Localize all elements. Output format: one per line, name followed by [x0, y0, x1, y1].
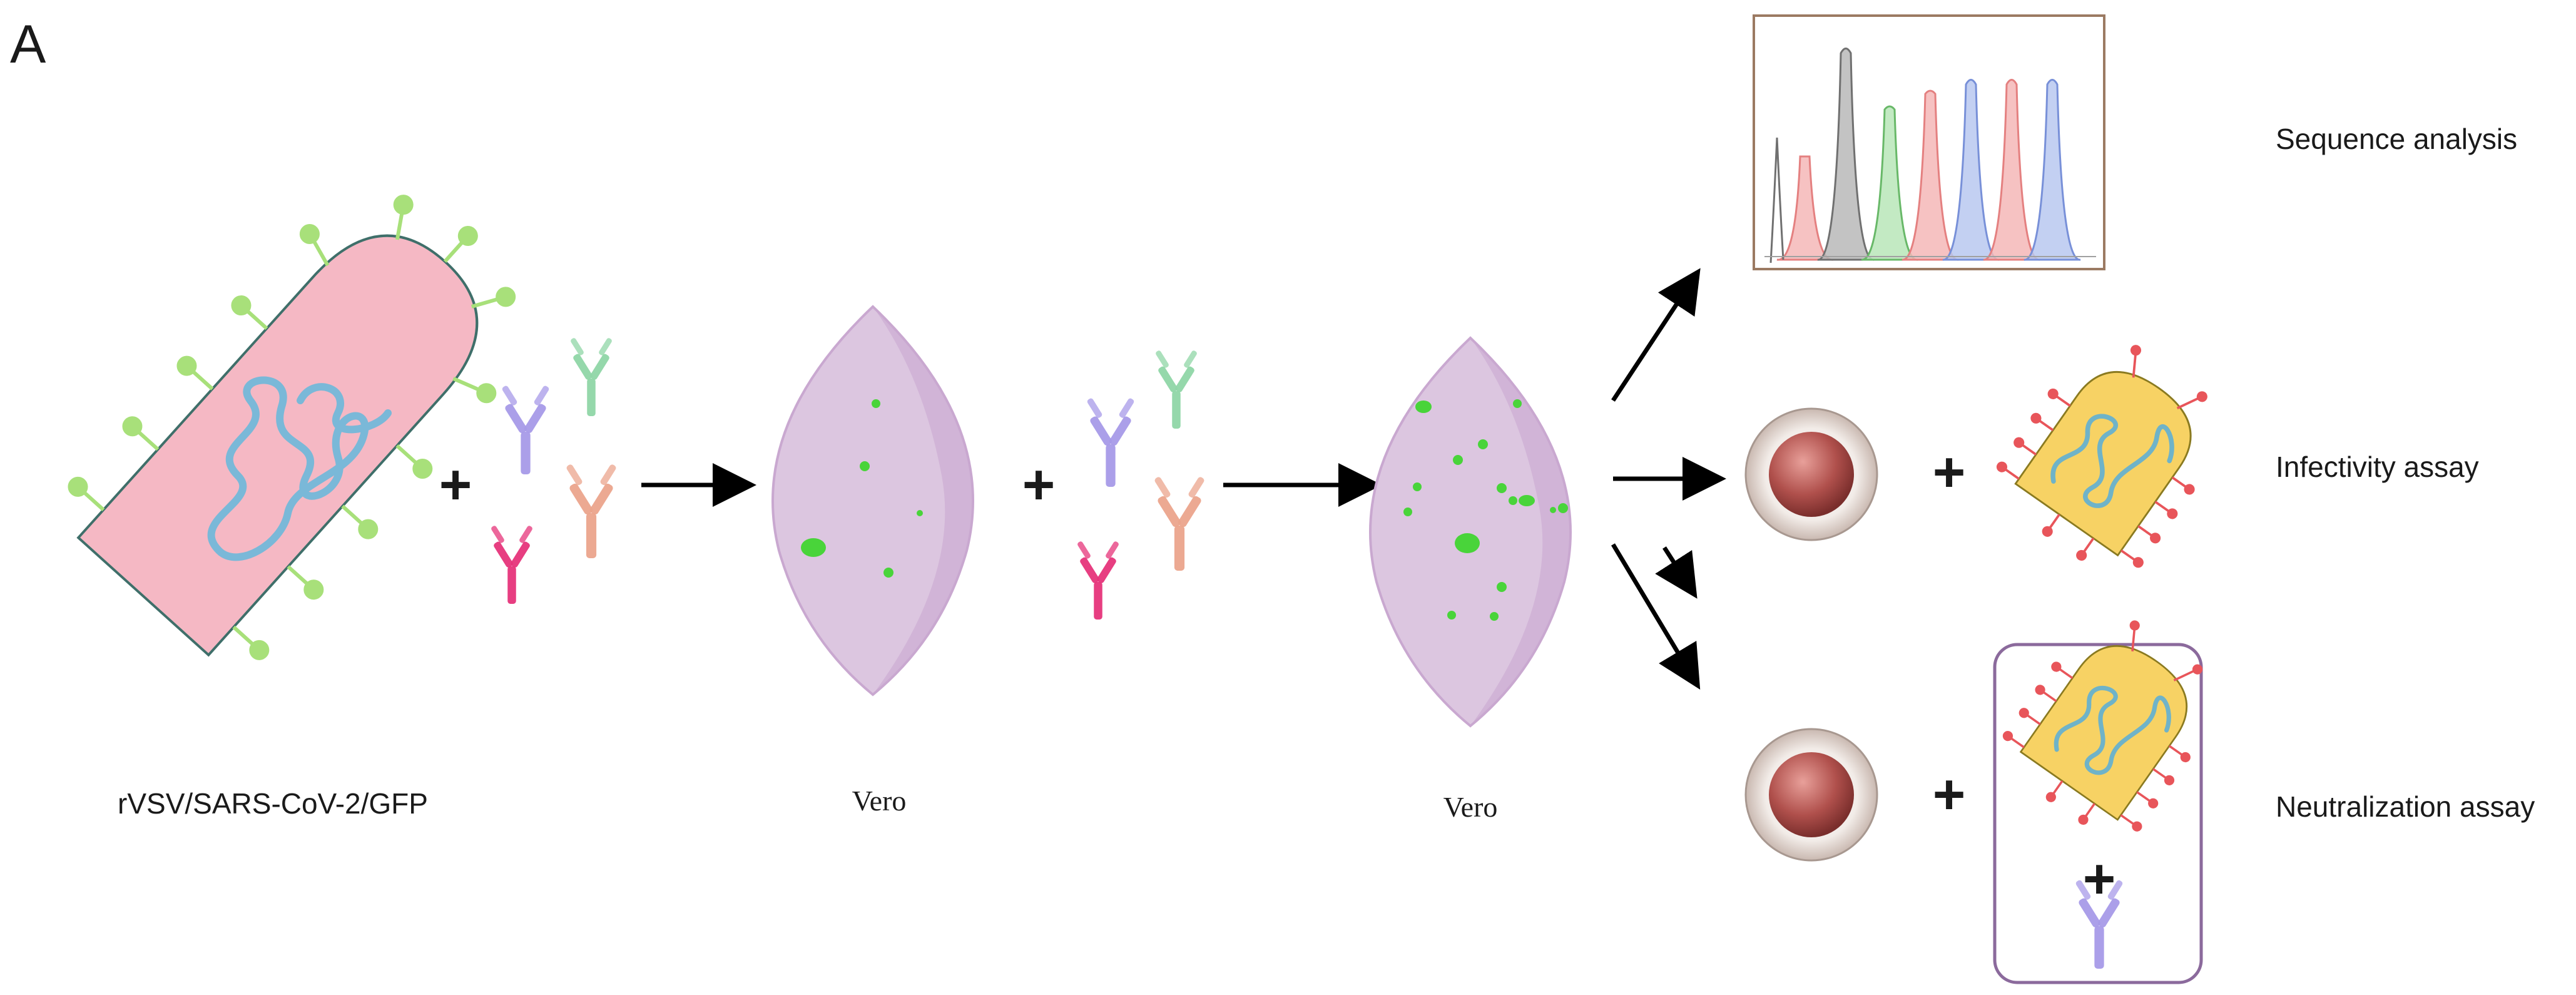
chromatogram — [1753, 14, 2105, 270]
antibody-salmon — [1153, 476, 1206, 571]
plus-sign-4: + — [1933, 763, 1966, 826]
neutralization-row: + + — [1744, 597, 2236, 984]
antibody-purple — [501, 385, 550, 474]
vero-label-2: Vero — [1443, 791, 1498, 823]
vero-plate-2 — [1369, 337, 1572, 727]
peak-5 — [1942, 79, 2000, 261]
plus-sign-1: + — [439, 454, 472, 516]
pseudovirus-1 — [1981, 320, 2243, 590]
arrow-to-sequence — [1611, 268, 1701, 402]
arrow-to-neutralization — [1655, 546, 1698, 599]
plus-sign-3: + — [1933, 441, 1966, 504]
plus-sign-5: + — [2083, 848, 2116, 911]
antibody-cluster-1 — [490, 337, 618, 604]
peak-7 — [2024, 79, 2081, 261]
antibody-pink — [490, 524, 534, 604]
sequence-analysis-label: Sequence analysis — [2276, 123, 2517, 155]
peak-2 — [1817, 48, 1875, 261]
antibody-cluster-2 — [1076, 349, 1206, 620]
virus-label: rVSV/SARS-CoV-2/GFP — [118, 787, 428, 820]
vero-plate-1 — [771, 305, 974, 696]
panel-letter: A — [10, 14, 46, 74]
peak-3 — [1861, 105, 1918, 261]
antibody-green — [569, 337, 613, 416]
antibody-salmon — [565, 463, 618, 558]
infectivity-assay-label: Infectivity assay — [2276, 451, 2479, 483]
plus-sign-2: + — [1022, 454, 1056, 516]
peak-6 — [1983, 79, 2040, 261]
neutralization-assay-label: Neutralization assay — [2276, 790, 2535, 823]
vero-label-1: Vero — [852, 785, 907, 817]
peak-4 — [1901, 89, 1959, 261]
rvsv-virus-particle — [68, 195, 516, 660]
antibody-pink — [1076, 540, 1120, 620]
cell-1 — [1744, 407, 1878, 541]
cell-2 — [1744, 728, 1878, 862]
peak-1 — [1776, 155, 1834, 261]
infectivity-row: + — [1744, 320, 2243, 590]
arrow-to-neutralization-stem — [1611, 543, 1701, 690]
rna-genome — [207, 376, 392, 561]
antibody-purple — [1086, 397, 1135, 487]
antibody-green — [1154, 349, 1198, 429]
